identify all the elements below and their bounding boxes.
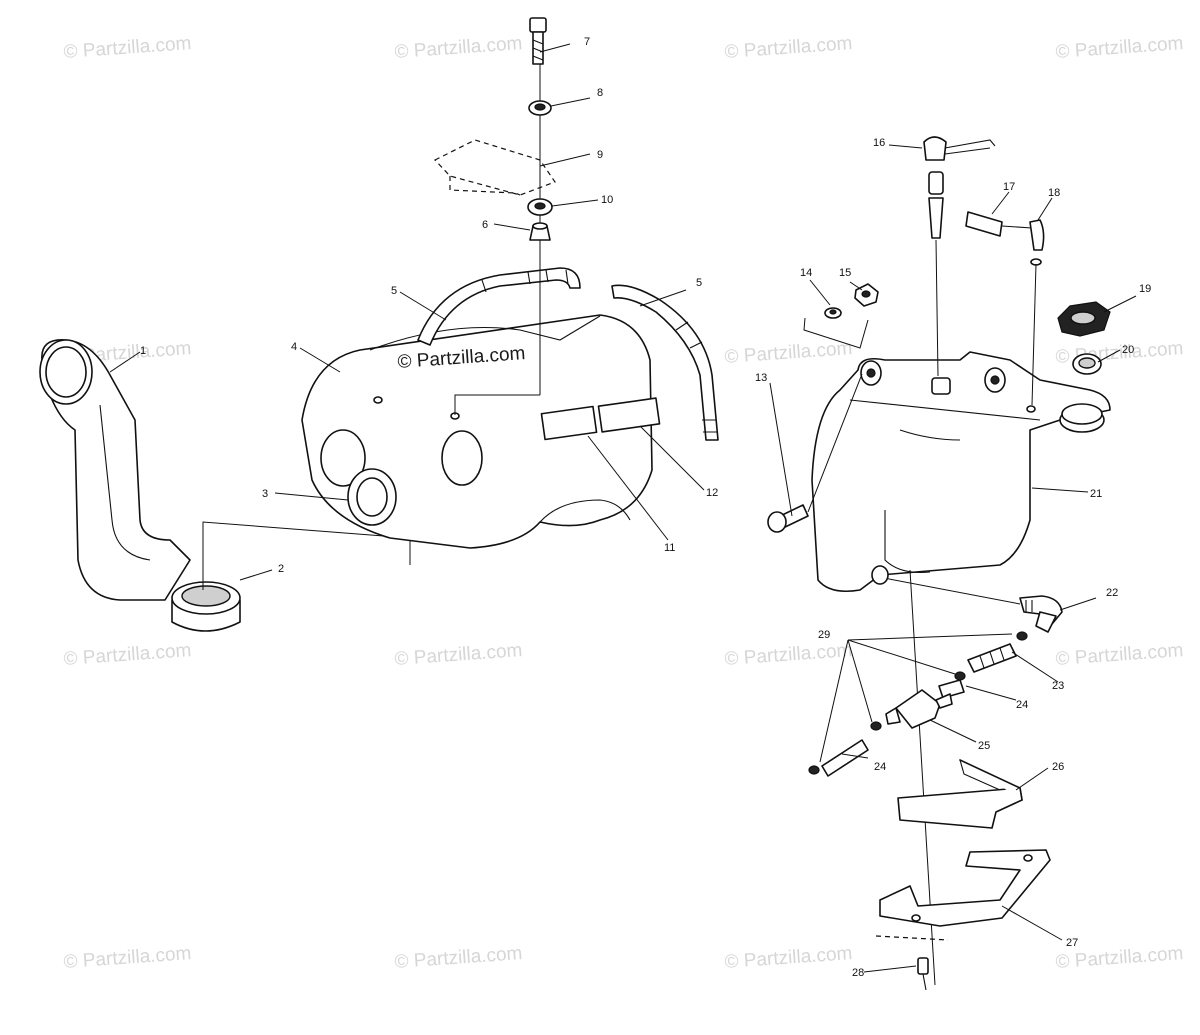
watermark: © Partzilla.com <box>724 338 853 368</box>
part-25-inline-filter <box>885 689 953 729</box>
part-16-level-sensor <box>923 136 996 239</box>
part-1-intake-duct <box>39 339 191 601</box>
callout-4: 4 <box>291 341 297 353</box>
callout-11: 11 <box>664 542 675 554</box>
vent-port <box>1026 405 1036 413</box>
tank-outlet <box>871 565 889 585</box>
watermark: © Partzilla.com <box>394 943 523 973</box>
callout-1: 1 <box>140 345 146 357</box>
watermark: © Partzilla.com <box>63 943 192 973</box>
callout-27: 27 <box>1066 937 1078 949</box>
part-19-filler-cap <box>1057 301 1111 337</box>
callout-9: 9 <box>597 149 603 161</box>
part-14-washer <box>824 307 842 319</box>
callout-5b: 5 <box>696 277 702 289</box>
callout-24b: 24 <box>874 761 886 773</box>
tank-mount-hole <box>866 368 876 378</box>
watermark: © Partzilla.com <box>1055 640 1184 670</box>
callout-24: 24 <box>1016 699 1028 711</box>
callout-20: 20 <box>1122 344 1134 356</box>
leader-lines <box>109 43 1137 973</box>
callout-23: 23 <box>1052 680 1064 692</box>
callout-21: 21 <box>1090 488 1102 500</box>
callout-26: 26 <box>1052 761 1064 773</box>
callout-3: 3 <box>262 488 268 500</box>
callout-22: 22 <box>1106 587 1118 599</box>
callout-25: 25 <box>978 740 990 752</box>
tank-mount-hole <box>990 375 1000 385</box>
part-6-grommet <box>529 222 551 241</box>
part-20-gasket <box>1072 353 1102 375</box>
callout-numbers: 1 2 3 4 5 5 6 7 8 9 10 11 12 13 14 15 16… <box>140 36 1151 979</box>
part-23-hose <box>967 643 1017 673</box>
callout-2: 2 <box>278 563 284 575</box>
part-18-elbow-fitting <box>1029 219 1045 266</box>
sensor-port <box>931 377 951 395</box>
callout-14: 14 <box>800 267 812 279</box>
part-7-bolt <box>529 17 547 65</box>
callout-17: 17 <box>1003 181 1015 193</box>
part-27-mount-plate <box>879 849 1051 927</box>
watermark: © Partzilla.com <box>394 33 523 63</box>
part-13-bolt <box>767 504 809 533</box>
callout-6: 6 <box>482 219 488 231</box>
callout-16: 16 <box>873 137 885 149</box>
callout-15: 15 <box>839 267 851 279</box>
callout-7: 7 <box>584 36 590 48</box>
watermark: © Partzilla.com <box>63 33 192 63</box>
part-9-bracket <box>434 139 556 196</box>
filler-neck <box>1059 403 1105 433</box>
callout-19: 19 <box>1139 283 1151 295</box>
watermark: © Partzilla.com <box>724 943 853 973</box>
part-24-hose <box>938 679 965 699</box>
part-28-pin <box>917 957 929 991</box>
callout-8: 8 <box>597 87 603 99</box>
callout-12: 12 <box>706 487 718 499</box>
watermark: © Partzilla.com <box>724 640 853 670</box>
part-3-grommet <box>347 468 397 526</box>
watermark: © Partzilla.com <box>1055 33 1184 63</box>
callout-10: 10 <box>601 194 613 206</box>
part-10-nut <box>527 198 553 216</box>
part-21-oil-tank <box>811 351 1111 593</box>
part-22-outlet-fitting <box>1019 595 1063 633</box>
part-29-hose-clamps <box>808 631 1028 775</box>
part-2-grommet <box>171 581 241 632</box>
part-17-hose <box>965 211 1033 237</box>
part-26-bracket <box>897 759 1023 829</box>
callout-5: 5 <box>391 285 397 297</box>
callout-18: 18 <box>1048 187 1060 199</box>
part-24-hose <box>821 739 869 777</box>
callout-29: 29 <box>818 629 830 641</box>
part-5-breather-hose-left <box>417 267 581 346</box>
part-12-decal <box>597 397 661 433</box>
callout-13: 13 <box>755 372 767 384</box>
part-11-decal <box>540 405 598 441</box>
watermark: © Partzilla.com <box>724 33 853 63</box>
watermark: © Partzilla.com <box>394 640 523 670</box>
watermark: © Partzilla.com <box>63 640 192 670</box>
part-8-washer <box>528 100 552 116</box>
callout-28: 28 <box>852 967 864 979</box>
